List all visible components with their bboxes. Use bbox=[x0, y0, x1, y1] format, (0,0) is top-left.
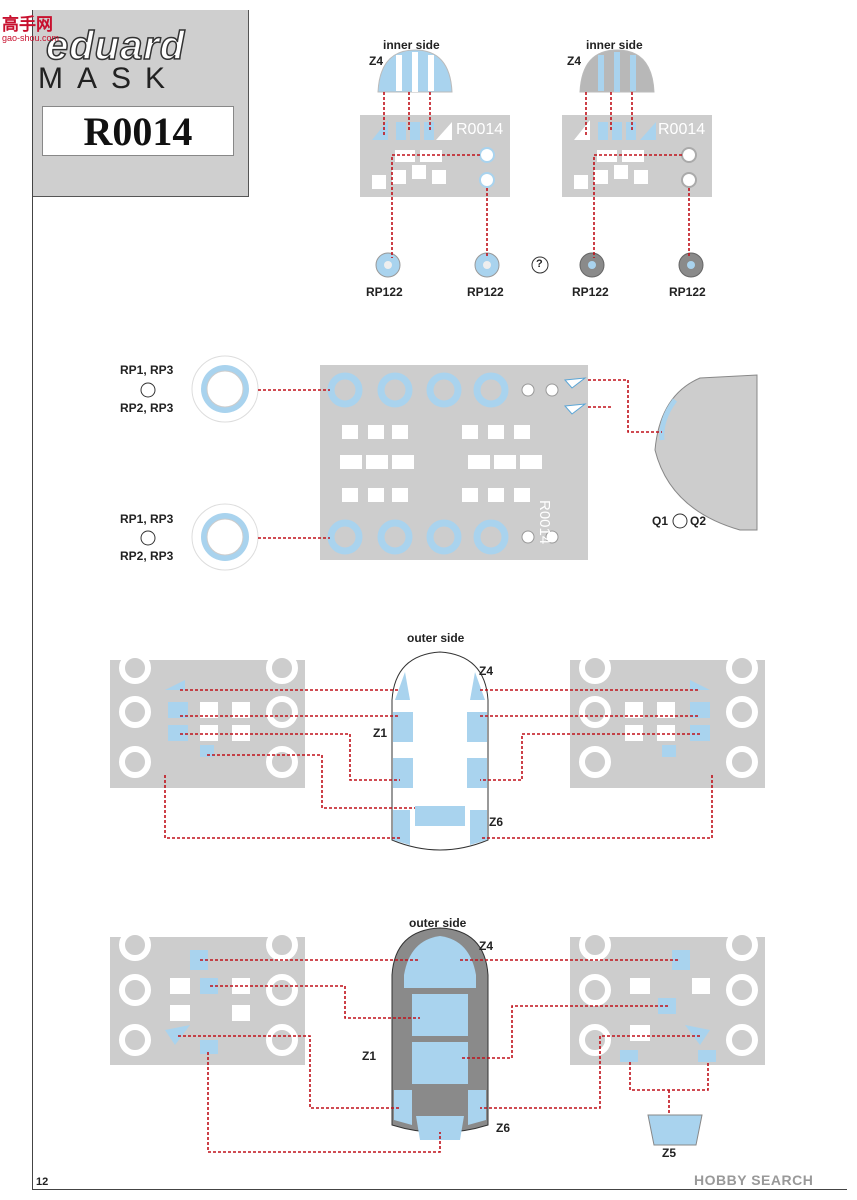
watermark-top-cn: 高手网 bbox=[2, 15, 53, 34]
section-top-left-sheet bbox=[360, 49, 510, 197]
section-outer-side-1 bbox=[110, 651, 765, 851]
header-logo-block: eduard MASK R0014 bbox=[32, 10, 249, 197]
label-inner-side-right: inner side bbox=[586, 38, 643, 52]
label-question: ? bbox=[536, 258, 543, 270]
section-top-right-sheet bbox=[562, 49, 712, 197]
leader-lines-4 bbox=[178, 959, 709, 1153]
label-rp2-rp3-a: RP2, RP3 bbox=[120, 401, 174, 415]
label-z6-a: Z6 bbox=[489, 815, 504, 829]
brand-mask: MASK bbox=[38, 62, 180, 95]
product-code: R0014 bbox=[42, 106, 234, 156]
question-icon bbox=[531, 256, 549, 274]
sheet-code-3: R0014 bbox=[536, 500, 553, 545]
canopy-outer-1 bbox=[391, 651, 489, 851]
label-q1: Q1 bbox=[652, 514, 669, 528]
label-z4-c: Z4 bbox=[479, 664, 494, 678]
label-z1-a: Z1 bbox=[373, 726, 388, 740]
label-rp122-2: RP122 bbox=[467, 285, 504, 299]
watermark-bottom: HOBBY SEARCH bbox=[694, 1172, 814, 1188]
section-outer-side-2 bbox=[110, 927, 765, 1146]
wheels-top bbox=[375, 252, 704, 278]
label-rp1-rp3-b: RP1, RP3 bbox=[120, 512, 174, 526]
label-z4-d: Z4 bbox=[479, 939, 494, 953]
page-number: 12 bbox=[36, 1176, 49, 1188]
watermark-top: 高手网 gao-shou.com bbox=[2, 10, 59, 43]
label-z4-a: Z4 bbox=[369, 54, 384, 68]
section-wheel-sheet bbox=[140, 355, 758, 571]
z5-mask bbox=[647, 1114, 703, 1146]
label-outer-side-1: outer side bbox=[407, 631, 465, 645]
label-rp122-3: RP122 bbox=[572, 285, 609, 299]
label-rp1-rp3-a: RP1, RP3 bbox=[120, 363, 174, 377]
sheet-code-2: R0014 bbox=[658, 121, 706, 138]
label-rp122-4: RP122 bbox=[669, 285, 706, 299]
label-z1-b: Z1 bbox=[362, 1049, 377, 1063]
label-z5: Z5 bbox=[662, 1146, 677, 1160]
label-inner-side-left: inner side bbox=[383, 38, 440, 52]
leader-lines-top bbox=[383, 92, 690, 258]
label-z6-b: Z6 bbox=[496, 1121, 511, 1135]
nose-cone-drawing bbox=[654, 374, 758, 531]
brand-eduard: eduard bbox=[45, 23, 186, 69]
label-outer-side-2: outer side bbox=[409, 916, 467, 930]
label-z4-b: Z4 bbox=[567, 54, 582, 68]
leader-lines-3 bbox=[164, 689, 713, 839]
sheet-code-1: R0014 bbox=[456, 121, 504, 138]
leader-lines-wheels bbox=[258, 379, 662, 539]
watermark-top-site: gao-shou.com bbox=[2, 33, 60, 43]
label-rp122-1: RP122 bbox=[366, 285, 403, 299]
label-q2: Q2 bbox=[690, 514, 707, 528]
label-rp2-rp3-b: RP2, RP3 bbox=[120, 549, 174, 563]
